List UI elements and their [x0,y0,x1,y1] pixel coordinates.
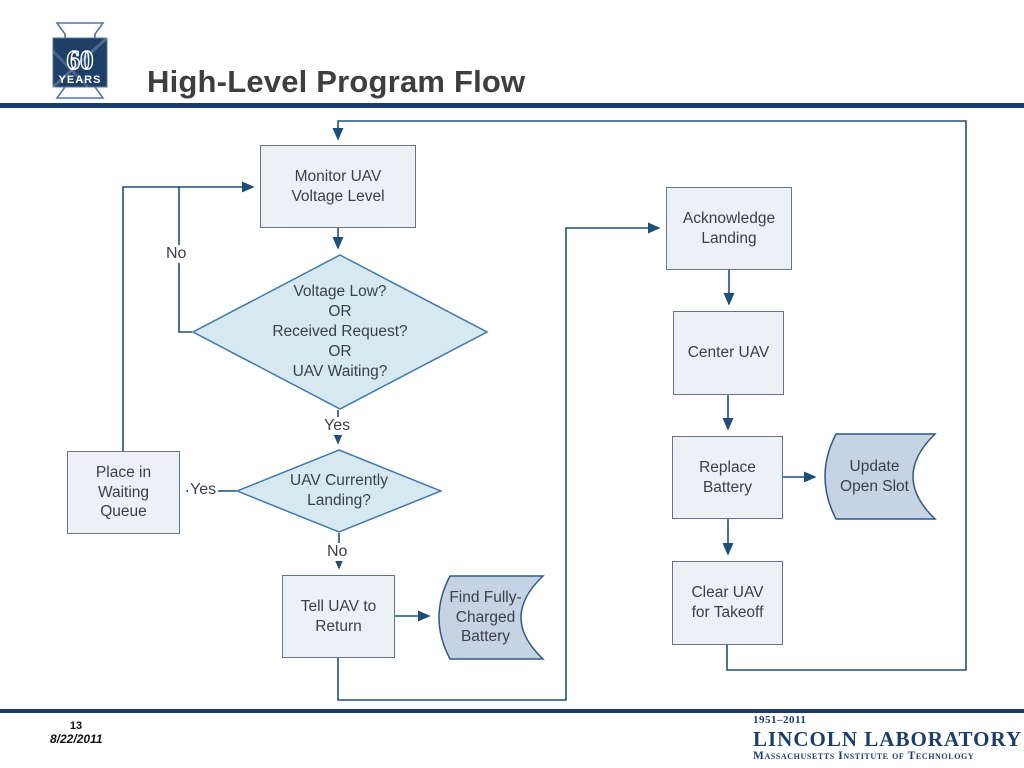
node-replace-battery: Replace Battery [672,436,783,519]
edge-label-no-down: No [325,543,350,561]
logo-60-text: 60 [67,45,94,75]
node-label: UAV Currently Landing? [290,472,388,509]
edge-label-yes-down: Yes [322,417,353,435]
footer-divider [0,709,1024,713]
node-label: Clear UAV for Takeoff [691,584,764,621]
node-label: Voltage Low? OR Received Request? OR UAV… [272,283,408,380]
node-monitor-uav-voltage: Monitor UAV Voltage Level [260,145,416,228]
node-label: Find Fully- Charged Battery [449,588,522,646]
node-clear-uav-for-takeoff: Clear UAV for Takeoff [672,561,783,645]
slide-date: 8/22/2011 [50,732,103,746]
node-label: Center UAV [687,344,770,362]
page-title: High-Level Program Flow [147,64,526,99]
edge-label-yes-left: Yes [188,481,219,499]
node-label: Replace Battery [699,458,756,496]
node-label: Monitor UAV Voltage Level [291,167,385,205]
node-update-open-slot: Update Open Slot [822,433,937,520]
lincoln-laboratory-brand: 1951–2011 LINCOLN LABORATORY Massachuset… [753,714,1023,762]
node-center-uav: Center UAV [673,311,784,395]
node-find-charged-battery: Find Fully- Charged Battery [436,575,545,660]
brand-institute: Massachusetts Institute of Technology [753,749,975,762]
brand-years: 1951–2011 [753,714,807,726]
node-label: Update Open Slot [840,457,909,495]
sixty-years-logo-icon: 60 YEARS [51,22,109,99]
title-underline [0,103,1024,108]
logo-years-text: YEARS [59,74,102,86]
node-label: Place in Waiting Queue [95,463,152,521]
page-number: 13 [69,720,83,732]
node-decision-voltage-low: Voltage Low? OR Received Request? OR UAV… [192,254,488,410]
brand-org-name: LINCOLN LABORATORY [753,726,1023,751]
node-decision-uav-landing: UAV Currently Landing? [236,449,442,533]
node-label: Tell UAV to Return [300,597,377,635]
node-acknowledge-landing: Acknowledge Landing [666,187,792,270]
edge-label-no-loop: No [164,245,189,263]
node-place-in-waiting-queue: Place in Waiting Queue [67,451,180,534]
node-tell-uav-to-return: Tell UAV to Return [282,575,395,658]
node-label: Acknowledge Landing [682,209,776,247]
